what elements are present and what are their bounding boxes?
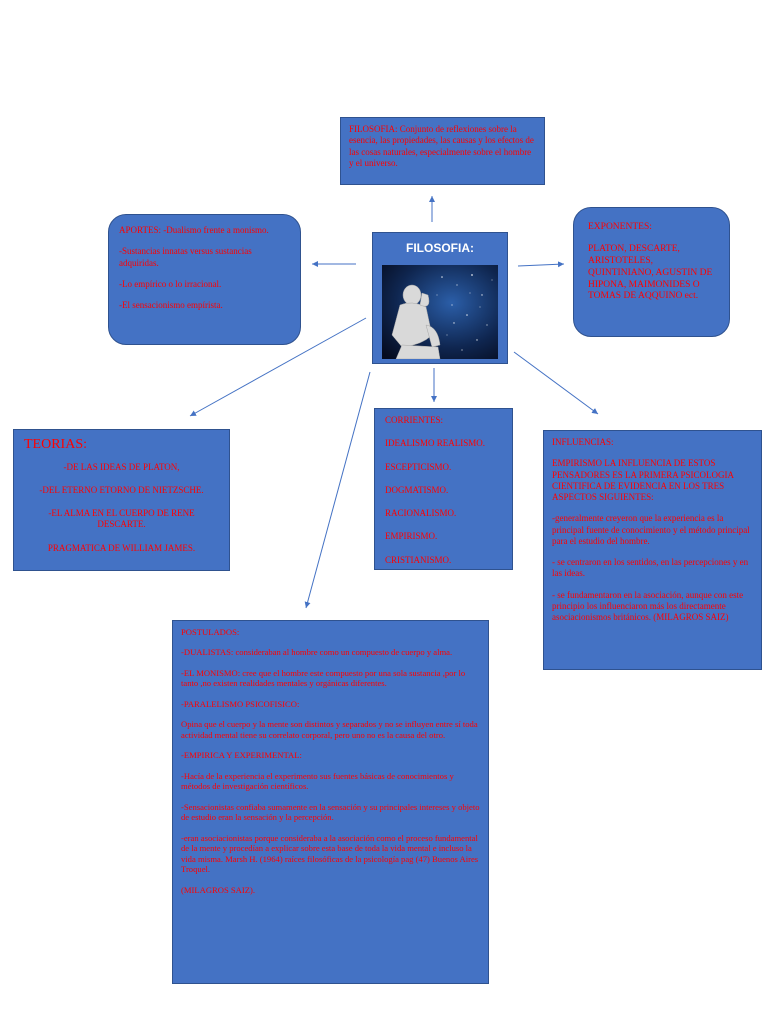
postulados-heading: -PARALELISMO PSICOFISICO:	[181, 698, 300, 709]
exponentes-box: EXPONENTES: PLATON, DESCARTE, ARISTOTELE…	[573, 207, 730, 337]
influencias-point: -generalmente creyeron que la experienci…	[552, 513, 750, 546]
postulados-item: -DUALISTAS: consideraban al hombre como …	[181, 647, 453, 658]
postulados-box: POSTULADOS: -DUALISTAS: consideraban al …	[172, 620, 489, 984]
influencias-point: - se centraron en los sentidos, en las p…	[552, 557, 749, 579]
teorias-title: TEORIAS:	[24, 437, 87, 452]
filosofia-definition-box: FILOSOFIA: Conjunto de reflexiones sobre…	[340, 117, 545, 185]
influencias-heading: EMPIRISMO LA INFLUENCIA DE ESTOS PENSADO…	[552, 458, 734, 502]
exponentes-title: EXPONENTES:	[588, 222, 652, 232]
corrientes-item: EMPIRISMO.	[385, 531, 438, 542]
corrientes-box: CORRIENTES: IDEALISMO REALISMO. ESCEPTIC…	[374, 408, 513, 570]
center-node-filosofia: FILOSOFIA:	[372, 232, 508, 364]
arrow-to-influencias	[513, 351, 599, 415]
corrientes-item: DOGMATISMO.	[385, 484, 449, 495]
postulados-author: (MILAGROS SAIZ).	[181, 884, 255, 895]
teorias-line: -EL ALMA EN EL CUERPO DE RENE DESCARTE.	[48, 508, 195, 530]
influencias-box: INFLUENCIAS: EMPIRISMO LA INFLUENCIA DE …	[543, 430, 762, 670]
corrientes-item: CRISTIANISMO.	[385, 554, 452, 565]
aportes-line: -El sensacionismo empírista.	[119, 300, 223, 310]
postulados-item: Opina que el cuerpo y la mente son disti…	[181, 719, 478, 740]
postulados-item: -Hacía de la experiencia el experimento …	[181, 770, 454, 792]
aportes-box: APORTES: -Dualismo frente a monismo. -Su…	[108, 214, 301, 345]
teorias-box: TEORIAS: -DE LAS IDEAS DE PLATON, -DEL E…	[13, 429, 230, 571]
aportes-line: -Sustancias innatas versus sustancias ad…	[119, 246, 252, 268]
influencias-title: INFLUENCIAS:	[552, 437, 614, 447]
thinker-statue-icon	[382, 265, 498, 359]
arrow-to-exponentes	[517, 261, 565, 268]
exponentes-names: PLATON, DESCARTE, ARISTOTELES, QUINTINIA…	[588, 243, 713, 302]
teorias-line: -DEL ETERNO ETORNO DE NIETZSCHE.	[39, 484, 204, 495]
postulados-title: POSTULADOS:	[181, 627, 240, 637]
arrow-to-postulados	[304, 371, 371, 609]
postulados-item: -eran asociacionistas porque consideraba…	[181, 832, 479, 875]
teorias-line: -DE LAS IDEAS DE PLATON,	[63, 461, 180, 472]
aportes-line: APORTES: -Dualismo frente a monismo.	[119, 225, 269, 235]
corrientes-item: RACIONALISMO.	[385, 508, 457, 518]
postulados-heading: -EMPIRICA Y EXPERIMENTAL:	[181, 750, 302, 761]
postulados-item: -Sensacionistas confiaba sumamente en la…	[181, 801, 480, 823]
postulados-item: -EL MONISMO: cree que el hombre este com…	[181, 667, 466, 689]
arrow-to-teorias	[189, 317, 367, 417]
aportes-line: -Lo empírico o lo irracional.	[119, 278, 222, 289]
teorias-line: PRAGMATICA DE WILLIAM JAMES.	[47, 542, 196, 553]
filosofia-definition-text: FILOSOFIA: Conjunto de reflexiones sobre…	[349, 124, 534, 168]
corrientes-title: CORRIENTES:	[385, 415, 444, 425]
corrientes-item: ESCEPTICISMO.	[385, 461, 452, 472]
corrientes-item: IDEALISMO REALISMO.	[385, 438, 485, 449]
influencias-point: - se fundamentaron en la asociación, aun…	[552, 589, 744, 623]
center-title: FILOSOFIA:	[406, 241, 474, 255]
